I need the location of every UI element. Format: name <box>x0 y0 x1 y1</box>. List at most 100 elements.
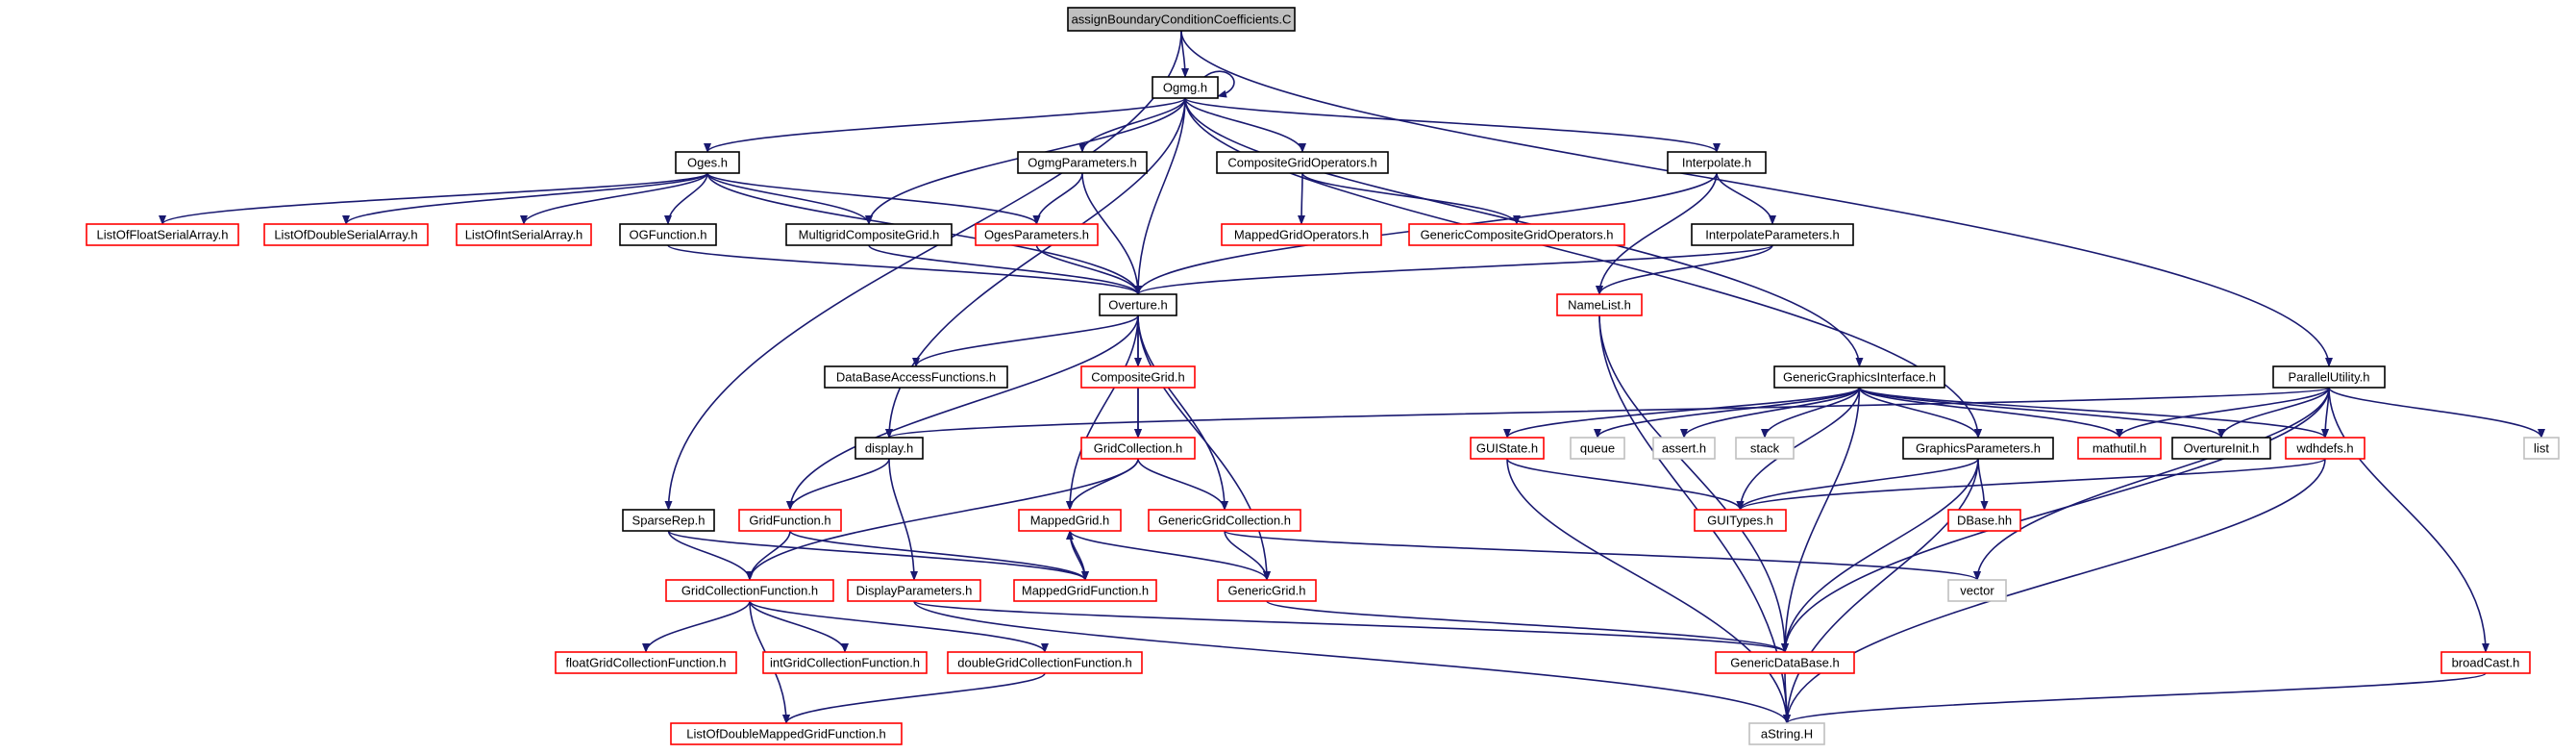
node-dgcf[interactable]: doubleGridCollectionFunction.h <box>947 651 1143 674</box>
node-label: MultigridCompositeGrid.h <box>799 228 940 242</box>
node-wdhdefs[interactable]: wdhdefs.h <box>2285 437 2365 460</box>
edge-parutil-to-ovinit <box>2217 387 2330 439</box>
node-box <box>670 722 903 745</box>
node-dbase[interactable]: DBase.hh <box>1947 509 2021 532</box>
node-interp[interactable]: Interpolate.h <box>1667 151 1767 174</box>
node-mgcg[interactable]: MultigridCompositeGrid.h <box>785 223 953 246</box>
edge-ogmg-to-cgops <box>1184 97 1306 153</box>
node-label: GridCollection.h <box>1094 441 1183 456</box>
node-label: NameList.h <box>1568 298 1631 313</box>
node-gridfunc[interactable]: GridFunction.h <box>738 509 842 532</box>
node-box <box>456 223 592 246</box>
edge-display-to-dispparams <box>888 458 918 581</box>
node-gcgops[interactable]: GenericCompositeGridOperators.h <box>1408 223 1625 246</box>
node-ogesparams[interactable]: OgesParameters.h <box>975 223 1099 246</box>
node-label: CompositeGridOperators.h <box>1227 156 1376 170</box>
node-fgcf[interactable]: floatGridCollectionFunction.h <box>555 651 737 674</box>
node-igcf[interactable]: intGridCollectionFunction.h <box>762 651 928 674</box>
node-box <box>1470 437 1545 460</box>
node-label: assignBoundaryConditionCoefficients.C <box>1072 13 1292 27</box>
edge-gridfunc-to-gcf <box>746 530 791 581</box>
node-gengrid[interactable]: GenericGrid.h <box>1217 579 1317 602</box>
node-guitypes[interactable]: GUITypes.h <box>1694 509 1787 532</box>
node-dispparams[interactable]: DisplayParameters.h <box>847 579 981 602</box>
node-label: list <box>2534 441 2549 456</box>
node-sparserep[interactable]: SparseRep.h <box>622 509 715 532</box>
edge-display-to-gridfunc <box>786 458 890 511</box>
node-label: Ogmg.h <box>1163 81 1207 95</box>
node-ovinit[interactable]: OvertureInit.h <box>2171 437 2271 460</box>
node-label: queue <box>1580 441 1615 456</box>
edge-mgcg-to-overture <box>868 244 1142 295</box>
edge-gparams-to-guitypes <box>1736 458 1979 511</box>
node-label: GUITypes.h <box>1707 514 1773 528</box>
node-astring[interactable]: aString.H <box>1748 722 1825 745</box>
edge-parutil-to-display <box>885 387 2330 439</box>
edge-interpparams-to-overture <box>1134 244 1773 295</box>
node-namelist[interactable]: NameList.h <box>1556 293 1643 316</box>
node-gparams[interactable]: GraphicsParameters.h <box>1902 437 2054 460</box>
edge-oges-to-ogfunc <box>664 172 708 225</box>
node-ogfunc[interactable]: OGFunction.h <box>619 223 717 246</box>
node-compgrid[interactable]: CompositeGrid.h <box>1080 365 1196 389</box>
node-cgops[interactable]: CompositeGridOperators.h <box>1216 151 1389 174</box>
node-loisa[interactable]: ListOfIntSerialArray.h <box>456 223 592 246</box>
node-box <box>1013 579 1157 602</box>
node-root[interactable]: assignBoundaryConditionCoefficients.C <box>1067 7 1296 32</box>
edge-oges-to-lofsa <box>159 172 708 225</box>
node-box <box>2523 437 2560 460</box>
node-mappedgrid[interactable]: MappedGrid.h <box>1018 509 1122 532</box>
edge-gridcoll-to-gcf <box>746 458 1139 581</box>
edge-ggi-to-gparams <box>1858 387 1982 439</box>
node-box <box>1080 365 1196 389</box>
node-gdb[interactable]: GenericDataBase.h <box>1715 651 1855 674</box>
edge-ogmg-to-ogmgparams <box>1078 97 1186 153</box>
node-ggi[interactable]: GenericGraphicsInterface.h <box>1773 365 1945 389</box>
node-label: InterpolateParameters.h <box>1705 228 1839 242</box>
node-label: Overture.h <box>1108 298 1167 313</box>
edge-ggi-to-assert <box>1680 387 1861 439</box>
edge-ggc-to-gengrid <box>1224 530 1271 581</box>
node-label: DataBaseAccessFunctions.h <box>836 370 996 385</box>
node-mathutil[interactable]: mathutil.h <box>2077 437 2162 460</box>
node-overture[interactable]: Overture.h <box>1099 293 1177 316</box>
node-oges[interactable]: Oges.h <box>675 151 740 174</box>
node-mgf[interactable]: MappedGridFunction.h <box>1013 579 1157 602</box>
edge-ggi-to-guitypes <box>1736 387 1861 511</box>
node-stack[interactable]: stack <box>1735 437 1795 460</box>
node-lodsa[interactable]: ListOfDoubleSerialArray.h <box>263 223 429 246</box>
node-label: SparseRep.h <box>632 514 706 528</box>
node-label: OvertureInit.h <box>2184 441 2260 456</box>
node-queue[interactable]: queue <box>1570 437 1625 460</box>
node-vector[interactable]: vector <box>1947 579 2007 602</box>
node-assert[interactable]: assert.h <box>1652 437 1716 460</box>
node-interpparams[interactable]: InterpolateParameters.h <box>1691 223 1854 246</box>
node-lodmgf[interactable]: ListOfDoubleMappedGridFunction.h <box>670 722 903 745</box>
node-label: OGFunction.h <box>630 228 707 242</box>
edge-interp-to-namelist <box>1596 172 1718 295</box>
node-list[interactable]: list <box>2523 437 2560 460</box>
edge-oges-to-lodsa <box>342 172 708 225</box>
node-label: GUIState.h <box>1476 441 1538 456</box>
edge-gridcoll-to-mappedgrid <box>1066 458 1139 511</box>
node-ogmg[interactable]: Ogmg.h <box>1152 76 1219 99</box>
node-broadcast[interactable]: broadCast.h <box>2440 651 2531 674</box>
node-box <box>665 579 834 602</box>
edge-guistate-to-astring <box>1506 458 1791 724</box>
node-guistate[interactable]: GUIState.h <box>1470 437 1545 460</box>
node-label: display.h <box>865 441 913 456</box>
node-display[interactable]: display.h <box>855 437 924 460</box>
node-box <box>1017 151 1148 174</box>
node-ggc[interactable]: GenericGridCollection.h <box>1148 509 1301 532</box>
node-box <box>785 223 953 246</box>
node-parutil[interactable]: ParallelUtility.h <box>2272 365 2386 389</box>
node-ogmgparams[interactable]: OgmgParameters.h <box>1017 151 1148 174</box>
node-lofsa[interactable]: ListOfFloatSerialArray.h <box>86 223 239 246</box>
edge-gparams-to-astring <box>1783 458 1979 724</box>
node-box <box>1773 365 1945 389</box>
node-gridcoll[interactable]: GridCollection.h <box>1080 437 1196 460</box>
node-mgops[interactable]: MappedGridOperators.h <box>1221 223 1382 246</box>
node-dbaf[interactable]: DataBaseAccessFunctions.h <box>824 365 1008 389</box>
node-label: aString.H <box>1761 727 1813 741</box>
node-gcf[interactable]: GridCollectionFunction.h <box>665 579 834 602</box>
